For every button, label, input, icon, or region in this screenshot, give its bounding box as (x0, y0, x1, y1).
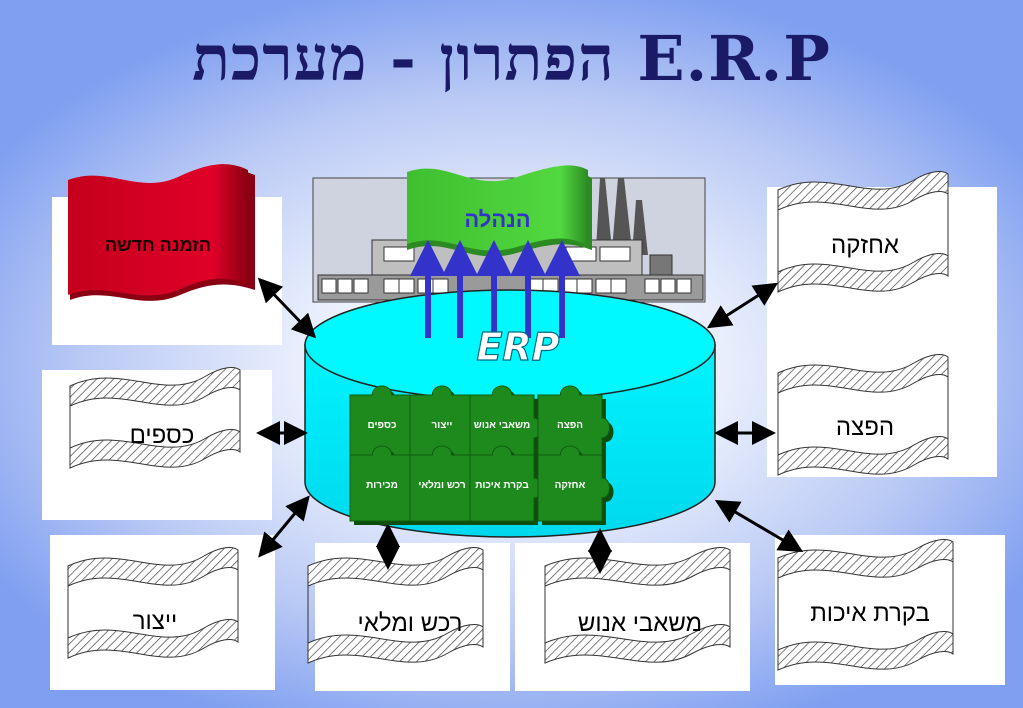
puzzle-piece-label: משאבי אנוש (473, 420, 531, 431)
module-maintenance-label: אחזקה (831, 232, 899, 259)
module-production-label: ייצור (132, 608, 178, 635)
banner-scroll (69, 367, 241, 469)
banner-scroll (777, 171, 949, 293)
puzzle-piece-label: מכירות (366, 480, 398, 491)
puzzle-piece (469, 385, 542, 462)
module-distribution-label: הפצה (835, 414, 895, 441)
box-maintenance (767, 187, 997, 477)
module-quality-label: בקרת איכות (810, 600, 930, 627)
page-title: הפתרון - מערכת E.R.P (192, 22, 831, 95)
erp-label: ERP (476, 325, 559, 369)
puzzle-piece-label: כספים (367, 420, 397, 431)
puzzle-piece-label: ייצור (431, 420, 453, 431)
banner-scroll (777, 539, 954, 671)
module-purchasing-label: רכש ומלאי (357, 610, 463, 637)
puzzle-piece-label: רכש ומלאי (418, 480, 466, 491)
module-new-order-label: הזמנה חדשה (104, 235, 212, 255)
puzzle-piece (537, 445, 610, 522)
banner-scroll (777, 354, 949, 476)
puzzle-piece-label: בקרת איכות (475, 480, 529, 491)
puzzle-piece (537, 385, 610, 462)
banner-scroll (67, 547, 239, 659)
puzzle-piece-label: אחזקה (554, 480, 586, 491)
new-order-banner (68, 164, 255, 301)
banner-scroll (307, 547, 484, 664)
management-arrows (410, 240, 580, 338)
puzzle-piece (469, 445, 542, 522)
puzzle-piece-label: הפצה (556, 420, 584, 431)
module-hr-label: משאבי אנוש (577, 610, 703, 637)
module-finance-label: כספים (129, 422, 195, 449)
puzzle-modules (349, 385, 614, 525)
banner-scroll (544, 547, 731, 664)
connector-arrows (256, 277, 804, 574)
management-label: הנהלה (464, 207, 531, 232)
management-banner (407, 165, 592, 257)
